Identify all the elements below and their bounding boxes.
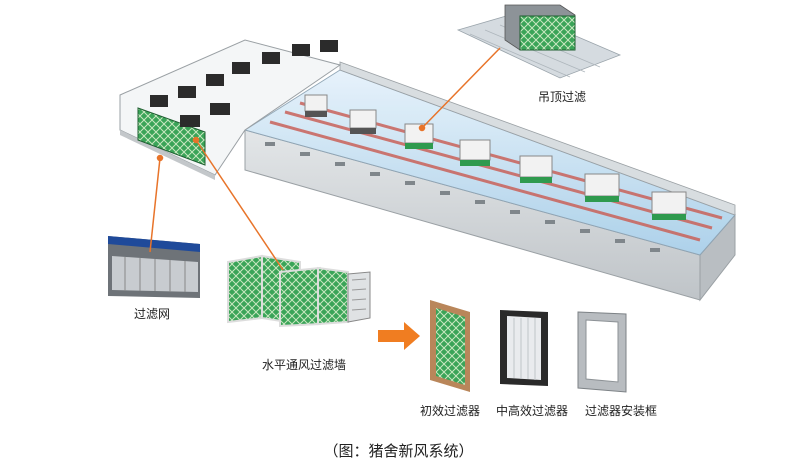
label-primary-filter: 初效过滤器 [420,404,481,418]
label-filter-net: 过滤网 [134,307,171,321]
barn-building [243,61,736,302]
label-horizontal-filter-wall: 水平通风过滤墙 [262,358,347,372]
ceiling-filter-inset [456,4,622,79]
label-ceiling-filter: 吊顶过滤 [538,90,587,104]
wall-windows [265,142,660,252]
filter-wall-modules [227,254,371,328]
filter-frame-image [577,311,627,393]
figure-caption: （图：猪舍新风系统） [323,442,474,460]
barn-annex [119,39,342,180]
primary-filter-image [430,300,470,392]
filter-net-photo [108,236,200,298]
right-arrow [378,322,420,350]
leader-lines [149,47,501,271]
label-medium-filter: 中高效过滤器 [496,404,569,418]
label-filter-frame: 过滤器安装框 [585,404,658,418]
medium-filter-image [500,310,548,386]
annex-fans [150,40,338,127]
